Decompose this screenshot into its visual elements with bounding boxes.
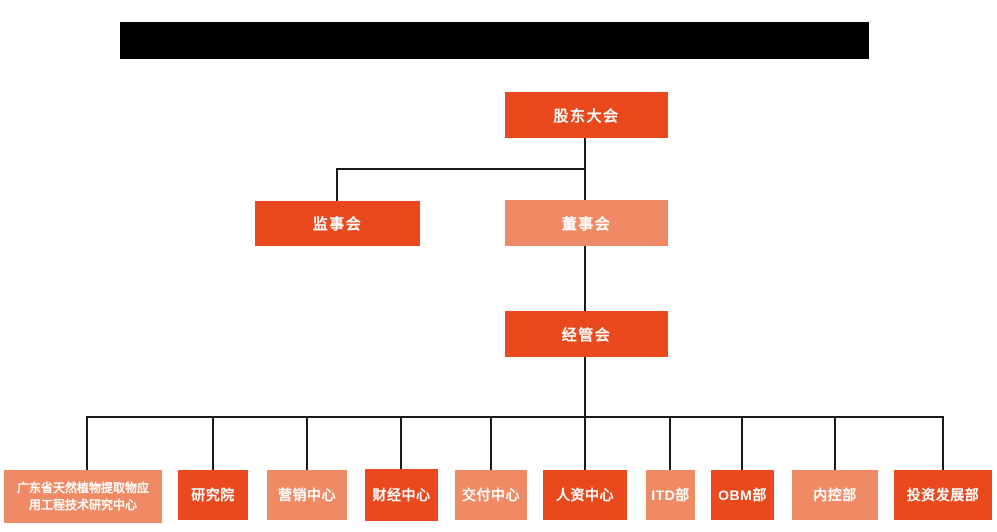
- connector-departments-horizontal: [86, 416, 944, 418]
- org-node-label: 投资发展部: [906, 487, 980, 503]
- org-node-label: 经管会: [561, 326, 612, 344]
- connector-drop-research-center: [86, 416, 88, 470]
- org-node-label: 研究院: [191, 487, 235, 503]
- org-node-investment-development-dept: 投资发展部: [894, 470, 992, 520]
- connector-management-down: [584, 357, 586, 416]
- org-node-label: 监事会: [312, 216, 363, 233]
- org-node-label: 广东省天然植物提取物应 用工程技术研究中心: [16, 481, 149, 512]
- org-node-delivery-center: 交付中心: [455, 470, 527, 520]
- org-node-internal-control-dept: 内控部: [792, 470, 878, 520]
- org-node-label: ITD部: [651, 487, 690, 503]
- org-node-finance-center: 财经中心: [365, 469, 438, 521]
- org-node-label: 内控部: [813, 487, 857, 503]
- connector-drop-hr-center: [584, 416, 586, 470]
- org-node-label: 财经中心: [372, 487, 431, 503]
- connector-drop-itd-dept: [669, 416, 671, 470]
- connector-supervisory-drop: [336, 168, 338, 201]
- redacted-title-bar: [120, 22, 869, 59]
- connector-drop-internal-control-dept: [834, 416, 836, 470]
- org-node-label: 股东大会: [553, 107, 620, 125]
- org-node-management-committee: 经管会: [505, 311, 668, 357]
- org-node-shareholders-meeting: 股东大会: [505, 92, 668, 138]
- connector-drop-research-institute: [212, 416, 214, 470]
- org-node-label: 营销中心: [278, 487, 336, 503]
- org-node-supervisory-board: 监事会: [255, 201, 420, 246]
- org-node-label: OBM部: [718, 487, 767, 503]
- org-node-label: 人资中心: [556, 487, 614, 503]
- org-node-research-institute: 研究院: [178, 470, 248, 520]
- org-node-board-of-directors: 董事会: [505, 200, 668, 246]
- connector-drop-finance-center: [400, 416, 402, 470]
- org-node-label: 董事会: [561, 215, 612, 233]
- org-node-obm-dept: OBM部: [711, 470, 774, 520]
- org-node-marketing-center: 营销中心: [267, 470, 347, 520]
- connector-board-to-management: [584, 246, 586, 311]
- connector-drop-obm-dept: [741, 416, 743, 470]
- org-node-label: 交付中心: [462, 487, 520, 503]
- connector-drop-delivery-center: [490, 416, 492, 470]
- connector-drop-investment-development-dept: [942, 416, 944, 470]
- org-node-itd-dept: ITD部: [646, 470, 695, 520]
- org-node-hr-center: 人资中心: [543, 470, 627, 520]
- connector-level2-horizontal: [336, 168, 586, 170]
- org-node-research-center: 广东省天然植物提取物应 用工程技术研究中心: [4, 470, 162, 523]
- connector-drop-marketing-center: [306, 416, 308, 470]
